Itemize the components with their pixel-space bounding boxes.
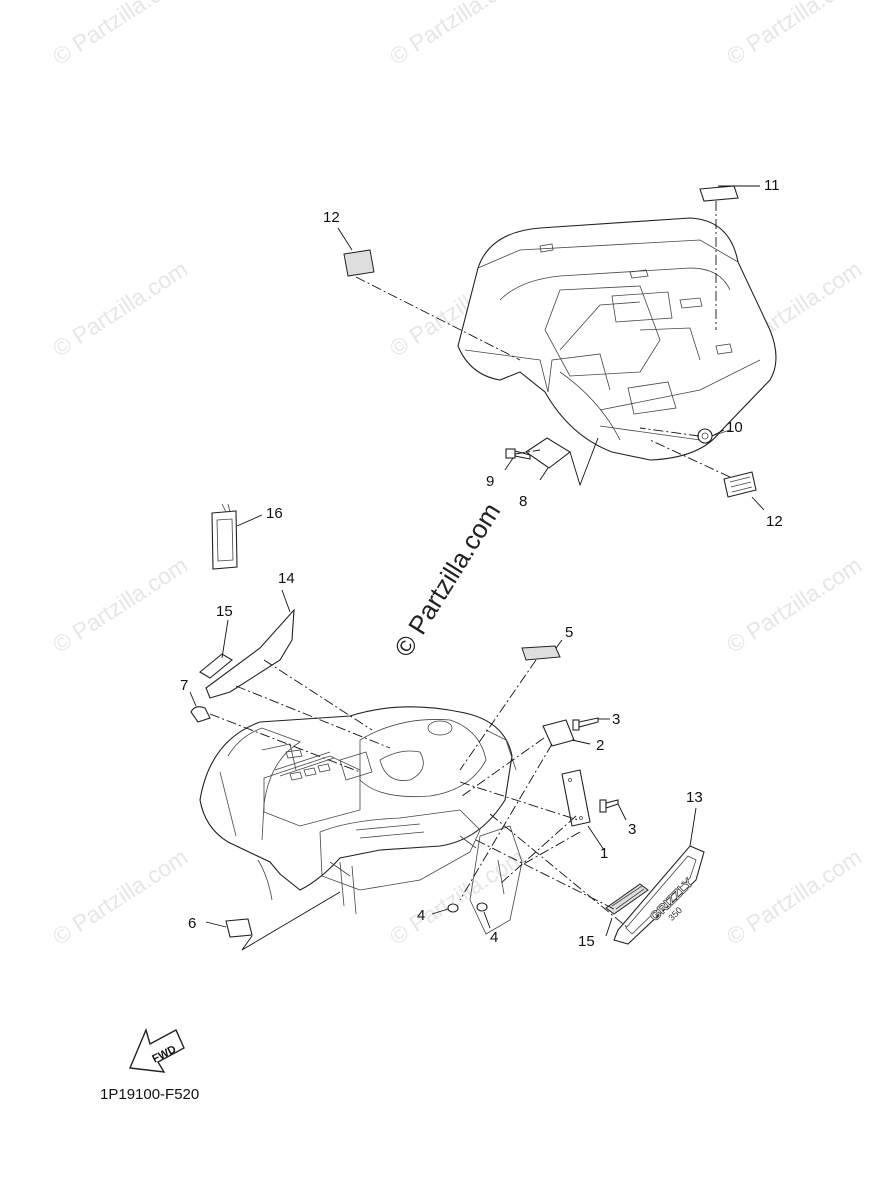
front-fender[interactable] — [199, 706, 523, 935]
leader-line — [459, 659, 537, 771]
callout-5[interactable]: 5 — [565, 624, 573, 641]
callout-10[interactable]: 10 — [726, 419, 743, 436]
leader-line — [555, 639, 563, 649]
leader-line — [539, 467, 549, 481]
leader-line — [519, 831, 581, 867]
plate-1[interactable] — [561, 769, 591, 827]
leader-line — [689, 807, 697, 847]
callout-9[interactable]: 9 — [486, 473, 494, 490]
reflector-12-rear-right[interactable] — [723, 471, 757, 498]
callout-2[interactable]: 2 — [596, 737, 604, 754]
leader-line — [504, 457, 514, 471]
callout-3[interactable]: 3 — [612, 711, 620, 728]
callout-11[interactable]: 11 — [764, 177, 780, 194]
leader-line — [263, 659, 373, 731]
leader-line — [639, 427, 700, 437]
plate-2[interactable] — [542, 719, 575, 747]
leader-line — [751, 496, 765, 511]
leader-line — [649, 439, 731, 478]
decal-15-stripe[interactable] — [605, 883, 649, 915]
leader-line — [431, 908, 449, 915]
callout-3[interactable]: 3 — [628, 821, 636, 838]
leader-line — [459, 781, 579, 821]
leader-line — [711, 429, 725, 437]
leader-line — [617, 803, 627, 821]
decal-5[interactable] — [521, 645, 561, 661]
grommet-10[interactable] — [697, 428, 713, 444]
leader-line — [189, 691, 197, 707]
grommet-4-left[interactable] — [447, 903, 459, 913]
callout-16[interactable]: 16 — [266, 505, 283, 522]
leader-line — [483, 911, 491, 929]
decal-14[interactable] — [205, 608, 295, 699]
callout-12[interactable]: 12 — [323, 209, 340, 226]
diagram-code: 1P19100-F520 — [100, 1086, 200, 1103]
decal-15-front[interactable] — [199, 653, 233, 679]
leader-line — [281, 589, 291, 613]
callout-4[interactable]: 4 — [490, 929, 498, 946]
callout-15[interactable]: 15 — [216, 603, 233, 620]
leader-line — [221, 619, 229, 659]
callout-14[interactable]: 14 — [278, 570, 295, 587]
screw-9[interactable] — [505, 448, 531, 460]
rear-fender[interactable] — [457, 217, 777, 461]
leader-line — [236, 514, 263, 527]
leader-line — [235, 685, 391, 749]
leader-line — [355, 276, 521, 361]
leader-line — [587, 825, 605, 851]
leader-line — [459, 743, 553, 901]
plate-8[interactable] — [525, 437, 571, 469]
screw-3-lower[interactable] — [599, 799, 619, 813]
label-16[interactable] — [211, 503, 238, 570]
callout-12[interactable]: 12 — [766, 513, 783, 530]
leader-line — [241, 891, 341, 951]
callout-13[interactable]: 13 — [686, 789, 703, 806]
leader-line — [337, 227, 353, 251]
leader-line — [514, 449, 541, 455]
decal-6[interactable] — [225, 918, 253, 938]
leader-line — [605, 917, 613, 937]
leader-line — [571, 739, 591, 745]
grommet-4-right[interactable] — [476, 902, 488, 912]
leader-line — [205, 921, 227, 928]
callout-7[interactable]: 7 — [180, 677, 188, 694]
callout-4[interactable]: 4 — [417, 907, 425, 924]
leader-line — [499, 815, 577, 885]
cap-7[interactable] — [190, 706, 211, 723]
leader-line — [209, 713, 361, 773]
callout-1[interactable]: 1 — [600, 845, 608, 862]
decal-12-rear-left[interactable] — [343, 249, 375, 277]
fwd-arrow-icon: FWD — [128, 1027, 185, 1073]
callout-15[interactable]: 15 — [578, 933, 595, 950]
screw-3-upper[interactable] — [572, 717, 599, 731]
leader-line — [489, 813, 629, 929]
callout-6[interactable]: 6 — [188, 915, 196, 932]
leader-line — [569, 437, 599, 487]
leader-line — [475, 839, 617, 911]
decal-11[interactable] — [699, 185, 739, 202]
callout-8[interactable]: 8 — [519, 493, 527, 510]
leader-line — [461, 737, 545, 797]
